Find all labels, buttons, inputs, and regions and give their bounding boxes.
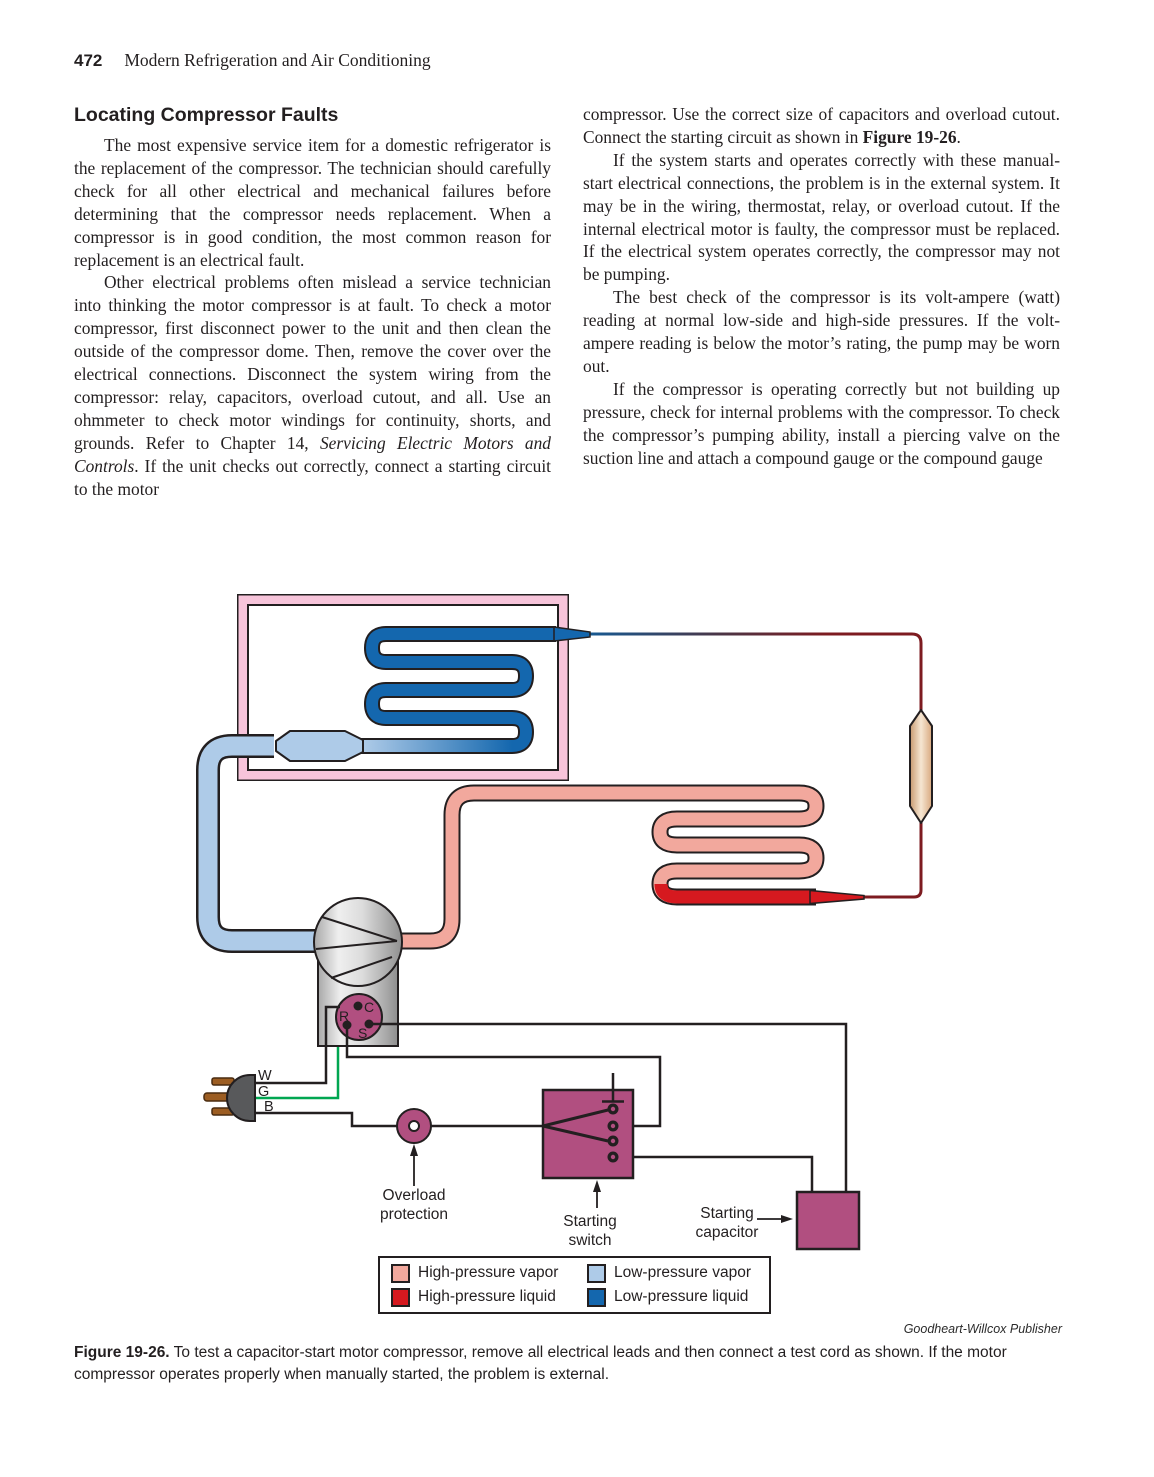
condenser-outlet-taper [809,889,865,905]
paragraph: The most expensive service item for a do… [74,135,551,270]
evaporator-coil [275,626,591,762]
filter-drier [909,709,933,824]
wire-w-to-common [256,1005,340,1085]
terminal-c-label: C [364,999,374,1015]
high-pressure-vapor-swatch [391,1263,410,1283]
paragraph-text: . If the unit checks out correctly, conn… [74,455,551,499]
switch-label-line2: switch [568,1232,611,1249]
right-column: compressor. Use the correct size of capa… [583,103,1060,470]
figure-legend: High-pressure vapor Low-pressure vapor H… [378,1256,771,1314]
wire-b-to-overload [256,1111,397,1128]
terminal-r-label: R [339,1008,349,1024]
paragraph: If the compressor is operating correctly… [583,378,1060,468]
paragraph: Other electrical problems often mislead … [74,271,551,500]
compressor-dome [313,897,403,987]
accumulator [275,730,364,762]
italic-book-reference: Servicing Electric Motors and Controls [74,432,551,476]
wire-b-label: B [264,1099,274,1115]
page-number: 472 [74,51,103,70]
compressor [313,897,403,1047]
wire-start-to-capacitor [369,1022,848,1193]
wire-switch-to-capacitor [618,1155,814,1193]
publisher-credit: Goodheart-Willcox Publisher [903,1322,1062,1336]
running-head: 472 Modern Refrigeration and Air Conditio… [74,50,431,71]
wire-g-label: G [258,1084,269,1100]
figure-caption-text: To test a capacitor-start motor compress… [74,1344,1007,1383]
figure-reference: Figure 19-26 [862,126,957,147]
left-column: Locating Compressor Faults The most expe… [74,103,551,501]
power-plug: W G B [203,1068,274,1122]
paragraph: compressor. Use the correct size of capa… [583,103,1060,149]
condenser-liquid-section [654,883,812,904]
overload-protector [396,1108,432,1144]
suction-line [196,734,332,953]
paragraph-text: . [956,126,961,147]
wire-w-label: W [258,1068,272,1084]
figure-callouts: Overload protection Starting switch Star… [380,1144,793,1249]
low-pressure-liquid-swatch [587,1287,606,1307]
legend-item: High-pressure liquid [391,1287,587,1307]
circuit-wiring [256,1005,848,1193]
starting-capacitor [795,1190,861,1251]
switch-label-line1: Starting [563,1213,616,1230]
paragraph-text: Other electrical problems often mislead … [74,272,551,453]
figure-caption-number: Figure 19-26. [74,1344,170,1361]
plug-body [226,1074,256,1122]
paragraph: The best check of the compressor is its … [583,287,1060,376]
legend-item: High-pressure vapor [391,1263,587,1283]
legend-label: High-pressure liquid [418,1288,556,1305]
wire-run-to-switch [345,1026,662,1128]
terminal-s-label: S [358,1025,367,1041]
low-pressure-vapor-swatch [587,1263,606,1283]
section-heading: Locating Compressor Faults [74,104,339,126]
capacitor-label-line2: capacitor [696,1224,759,1241]
high-pressure-liquid-swatch [391,1287,410,1307]
ground-wire [256,1047,340,1100]
paragraph-text: compressor. Use the correct size of capa… [583,104,1060,147]
overload-label-line2: protection [380,1206,448,1223]
capillary-entry-taper [553,626,591,642]
paragraph: If the system starts and operates correc… [583,149,1060,285]
condenser-coil [397,784,865,950]
legend-label: Low-pressure vapor [614,1264,751,1281]
switch-terminals [607,1103,619,1163]
legend-label: High-pressure vapor [418,1264,559,1281]
capillary-and-liquid-line [586,632,933,899]
book-title: Modern Refrigeration and Air Conditionin… [124,50,431,70]
starting-switch [541,1073,635,1180]
capacitor-label-line1: Starting [700,1205,753,1222]
figure-caption: Figure 19-26. To test a capacitor-start … [74,1342,1082,1385]
legend-item: Low-pressure vapor [587,1263,769,1283]
terminal-pins: C R S [339,999,374,1041]
overload-label-line1: Overload [383,1187,446,1204]
legend-label: Low-pressure liquid [614,1288,749,1305]
legend-item: Low-pressure liquid [587,1287,769,1307]
